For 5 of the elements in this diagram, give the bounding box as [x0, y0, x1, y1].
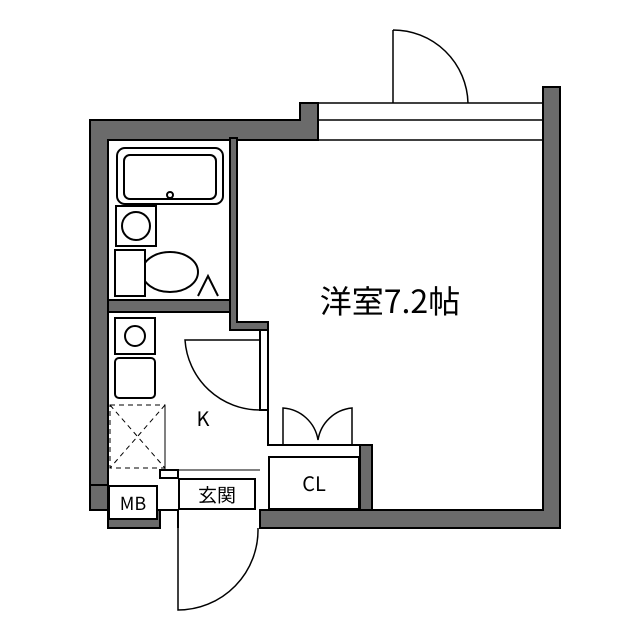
meter-box: MB — [108, 485, 158, 520]
room-label: 洋室7.2帖 — [280, 275, 500, 325]
entrance-box: 玄関 — [178, 478, 256, 510]
room-label: K — [188, 403, 218, 433]
closet-box: CL — [268, 456, 360, 510]
